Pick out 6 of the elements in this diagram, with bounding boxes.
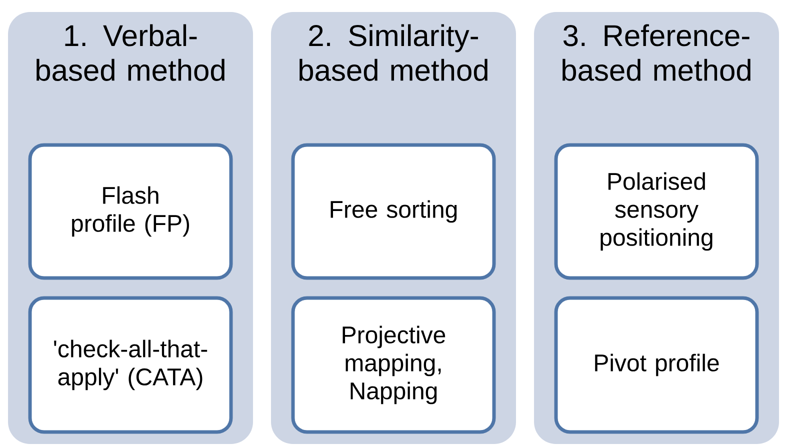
method-box: 'check-all-that-apply' (CATA) [28, 296, 233, 434]
method-box: Pivot profile [554, 296, 759, 434]
method-box: Flash profile (FP) [28, 143, 233, 280]
method-box: Polarised sensory positioning [554, 143, 759, 280]
method-box: Free sorting [291, 143, 496, 280]
method-box: Projective mapping, Napping [291, 296, 496, 434]
